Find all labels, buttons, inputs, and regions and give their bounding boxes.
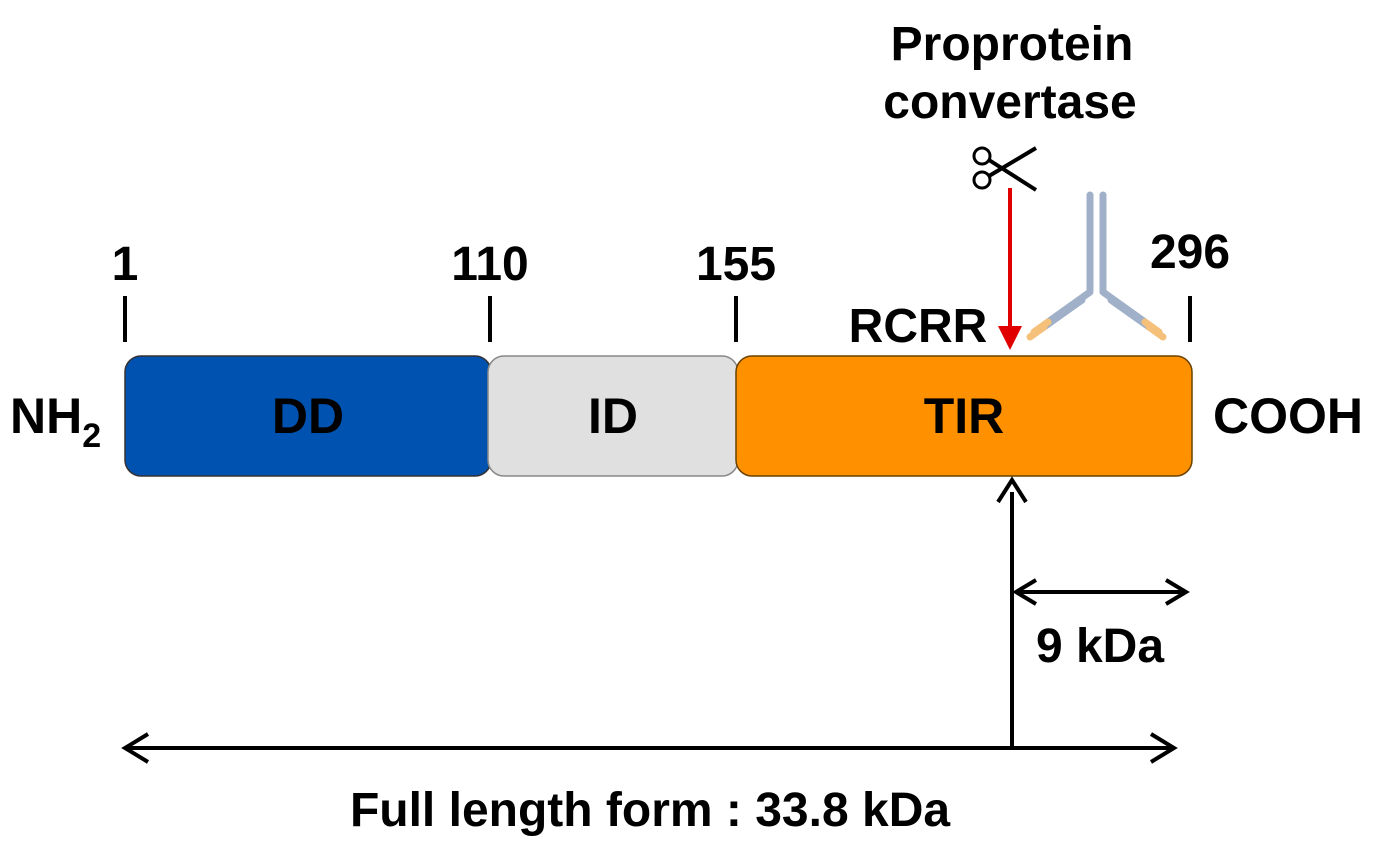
full-length-label: Full length form : 33.8 kDa xyxy=(350,784,950,837)
n-terminus-main: NH xyxy=(10,388,82,444)
n-terminus-label: NH2 xyxy=(10,388,101,455)
domain-tir-label: TIR xyxy=(924,388,1005,444)
c-terminus-label: COOH xyxy=(1213,388,1363,444)
domain-id-label: ID xyxy=(588,388,638,444)
cleavage-site-arrow xyxy=(996,476,1028,748)
fragment-arrow xyxy=(1012,578,1190,606)
fragment-size-label: 9 kDa xyxy=(1036,620,1164,673)
full-length-arrow xyxy=(121,732,1178,764)
position-label-110: 110 xyxy=(451,238,528,291)
position-label-155: 155 xyxy=(696,238,776,291)
title-line-1: Proprotein xyxy=(891,18,1134,71)
domain-dd-label: DD xyxy=(272,388,344,444)
cleavage-arrow-head xyxy=(998,326,1022,350)
cleavage-arrow xyxy=(998,188,1022,350)
cleavage-motif-label: RCRR xyxy=(849,300,988,353)
antibody-icon xyxy=(1026,191,1167,341)
position-label-296: 296 xyxy=(1150,226,1230,279)
domain-tir-box xyxy=(735,355,1193,477)
title-line-2: convertase xyxy=(883,76,1136,129)
n-terminus-subscript: 2 xyxy=(82,417,101,455)
scissors-icon xyxy=(972,146,1038,192)
position-label-1: 1 xyxy=(112,238,139,291)
